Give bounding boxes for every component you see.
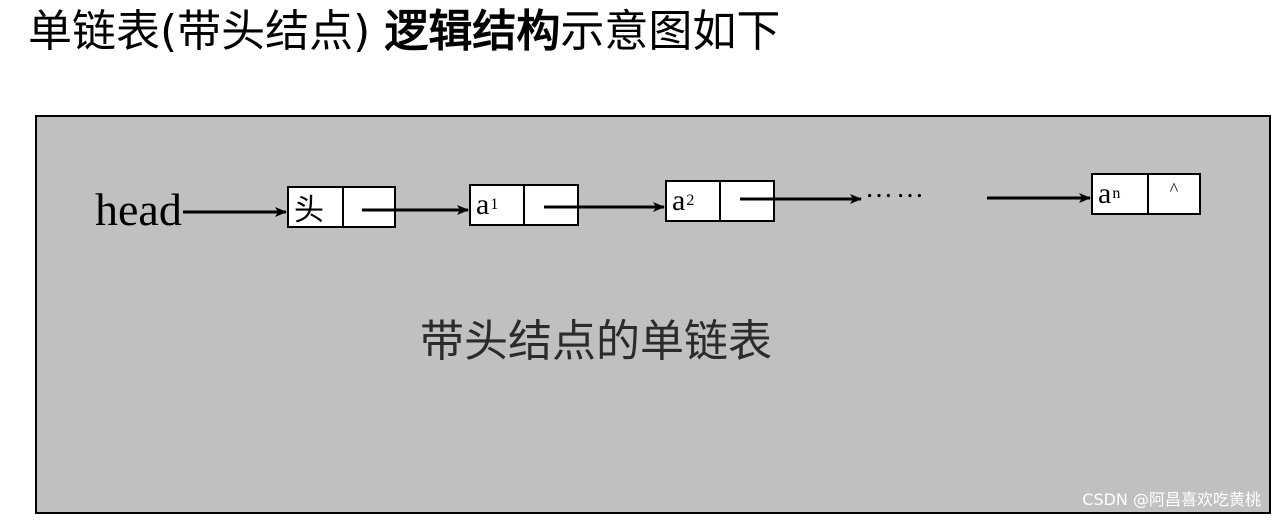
head-pointer-label: head (95, 184, 182, 235)
node-an-data-text: a (1098, 177, 1112, 210)
title-part-1: 单链表(带头结点) (28, 6, 385, 57)
diagram-caption: 带头结点的单链表 (420, 316, 772, 367)
node-a1-subscript: 1 (490, 196, 499, 213)
ellipsis: …… (865, 173, 927, 204)
node-an-subscript: n (1112, 185, 1121, 202)
null-pointer-mark: ^ (1169, 179, 1179, 199)
csdn-watermark: CSDN @阿昌喜欢吃黄桃 (1082, 490, 1261, 509)
head-node-data: 头 (289, 188, 344, 228)
node-a2-data-text: a (672, 184, 686, 217)
title-part-2: 逻辑结构 (384, 6, 561, 57)
head-node-data-text: 头 (294, 193, 324, 228)
head-node: 头 (287, 186, 396, 228)
node-an-pointer: ^ (1149, 175, 1199, 213)
node-a1-data-text: a (476, 188, 490, 221)
page-title: 单链表(带头结点) 逻辑结构示意图如下 (28, 2, 780, 62)
arrows-layer (183, 193, 1091, 217)
title-part-3: 示意图如下 (560, 6, 781, 57)
node-a2-subscript: 2 (686, 192, 695, 209)
